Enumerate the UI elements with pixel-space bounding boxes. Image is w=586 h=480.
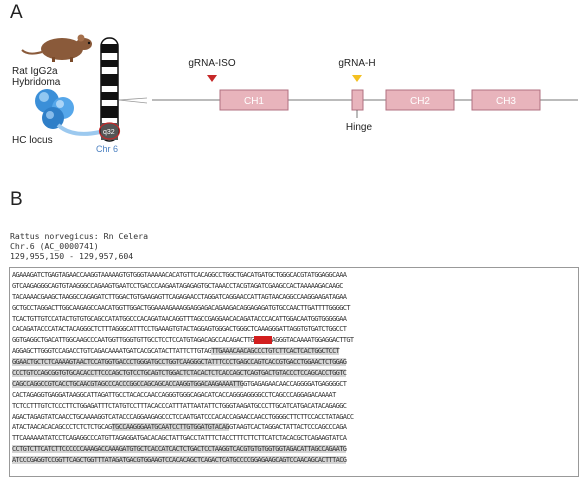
sequence-line: AGACTAGAGTATCAACCTGCAAAAGGTCATACCCAGGAAG… [12,412,578,423]
exon-segment: CAGCCAGGCCGTCACCTGCAACGTAGCCCACCCGGCCAGC… [12,379,244,388]
species-label: Rattus norvegicus: Rn Celera [10,231,149,241]
sequence-segment: CACAGATACCCATACTACAGGGCTCTTTAGGGCATTTCCT… [12,325,347,334]
sequence-line: ATCCCGAGGTCCGGTTCAGCTGGTTTATAGATGACGTGGA… [12,455,578,466]
grna-iso-site: GTGCA [253,336,272,345]
hybridoma-cells-icon [35,89,74,129]
exon-hinge [351,89,364,111]
sequence-segment: GGTGAGGCTGACATTGGCAAGCCCAATGGTTGGGTGTTGC… [12,336,254,345]
sequence-segment: AGGGTACAAAATGGAGGACTTGT [271,336,354,345]
hc-locus-schematic: Rat IgG2a Hybridoma HC locus q32 Chr 6 C… [12,34,578,154]
zoom-line [118,97,148,101]
sequence-line: TTCAAAAAATATCCTCAGAGGCCCATGTTAGAGGATGACA… [12,433,578,444]
sequence-box: AGAAAGATCTGAGTAGAACCAAGGTAAAAAGTGTGGGTAA… [9,267,579,477]
chromosome-label: Chr 6 [96,144,118,154]
genomic-range: 129,955,150 - 129,957,604 [10,251,134,261]
sequence-segment: AGAAAGATCTGAGTAGAACCAAGGTAAAAAGTGTGGGTAA… [12,271,347,279]
sequence-segment: AGACTAGAGTATCAACCTGCAAAAGGTCATACCCAGGAAG… [12,412,354,421]
sequence-line: ATACTAACACACAGCCCTCTCTCTGCAGTGCCAAGGGAAT… [12,422,578,433]
exon-ch1 [219,89,289,111]
sequence-line: GGTGAGGCTGACATTGGCAAGCCCAATGGTTGGGTGTTGC… [12,335,578,346]
rat-icon [21,34,92,62]
grna-h-marker-icon [352,75,362,82]
sequence-segment: GCTGCCTAGGACTTGGCAAGAGCCAACATGGTTGGACTGG… [12,303,351,312]
sequence-segment: AGGAGCTTGGGTCCAGACCTGTCAGACAAAATGATCACGC… [12,347,212,356]
band-label: q32 [103,129,115,136]
sequence-segment: TACAAAACGAAGCTAAGGCCAGAGATCTTGGACTGTGAAG… [12,292,347,301]
grna-h-label: gRNA-H [338,58,375,69]
source-label-2: Hybridoma [12,77,61,88]
exon-ch3 [471,89,541,111]
sequence-line: GTCAAGAGGGCAGTGTAAGGGCCAGAAGTGAATCCTGACC… [12,281,578,292]
exon-segment: CCCTGTCCAGCGGTGTGCACACCTTCCCAGCTGTCCTGCA… [12,369,347,378]
sequence-line: AGGAGCTTGGGTCCAGACCTGTCAGACAAAATGATCACGC… [12,346,578,357]
sequence-segment: GTCAAGAGGGCAGTGTAAGGGCCAGAAGTGAATCCTGACC… [12,281,343,290]
exon-ch2-label: CH2 [410,96,430,107]
source-label-1: Rat IgG2a [12,66,58,77]
dna-sequence: AGAAAGATCTGAGTAGAACCAAGGTAAAAAGTGTGGGTAA… [12,270,578,466]
grna-iso-label: gRNA-ISO [188,58,235,69]
sequence-line: CCCTGTCCAGCGGTGTGCACACCTTCCCAGCTGTCCTGCA… [12,368,578,379]
exon-segment: TGCCAAGGGAATGCAATCCTTGTGGATGTACAG [111,423,230,432]
locus-label: HC locus [12,135,53,146]
panel-label-b: B [10,189,23,210]
sequence-segment: TCACTGTTGTCCATACTGTGTGCAGCCATATGGCCCACAG… [12,314,347,323]
sequence-line: GGAACTGCTCTCAAAAGTAACTCCATGGTGACCCTGGGAT… [12,357,578,368]
exon-ch2 [385,89,455,111]
panel-label-a: A [10,2,23,23]
sequence-segment: TCTCCTTTGTCTCCCTTCTGGAGATTTCTATGTCCTTTAC… [12,401,347,410]
exon-segment: GGAACTGCTCTCAAAAGTAACTCCATGGTGACCCTGGGAT… [12,358,347,367]
exon-segment: ATCCCGAGGTCCGGTTCAGCTGGTTTATAGATGACGTGGA… [12,456,347,465]
exon-segment: CCTGTCTTCATCTTCCCCCCAAAGACCAAAGATGTGCTCA… [12,445,347,454]
sequence-segment: GTGAGAGAACAACCAGGGGATGAGGGGCT [243,379,347,388]
sequence-line: TCTCCTTTGTCTCCCTTCTGGAGATTTCTATGTCCTTTAC… [12,401,578,412]
sequence-segment: ATACTAACACACAGCCCTCTCTCTGCAG [12,423,112,432]
exon-ch1-label: CH1 [244,96,264,107]
sequence-line: CCTGTCTTCATCTTCCCCCCAAAGACCAAAGATGTGCTCA… [12,444,578,455]
sequence-line: TCACTGTTGTCCATACTGTGTGCAGCCATATGGCCCACAG… [12,314,578,325]
sequence-line: TACAAAACGAAGCTAAGGCCAGAGATCTTGGACTGTGAAG… [12,292,578,303]
sequence-line: CACTAGAGGTGAGGATAAGGCATTAGATTGCCTACACCAA… [12,390,578,401]
sequence-segment: TTCAAAAAATATCCTCAGAGGCCCATGTTAGAGGATGACA… [12,434,347,443]
exon-ch3-label: CH3 [496,96,516,107]
sequence-line: GCTGCCTAGGACTTGGCAAGAGCCAACATGGTTGGACTGG… [12,303,578,314]
chromosome-6-icon [98,37,121,142]
sequence-line: CAGCCAGGCCGTCACCTGCAACGTAGCCCACCCGGCCAGC… [12,379,578,390]
chromosome-accession: Chr.6 (AC_0000741) [10,241,99,251]
sequence-segment: GTAAGTCACTAGGACTATTACTCCCAGCCCAGA [228,423,347,432]
curved-arrow-icon [56,123,101,136]
grna-iso-marker-icon [207,75,217,82]
sequence-segment: CACTAGAGGTGAGGATAAGGCATTAGATTGCCTACACCAA… [12,390,336,399]
hinge-label: Hinge [346,122,373,133]
sequence-line: AGAAAGATCTGAGTAGAACCAAGGTAAAAAGTGTGGGTAA… [12,270,578,281]
zoom-line [118,99,148,104]
sequence-line: CACAGATACCCATACTACAGGGCTCTTTAGGGCATTTCCT… [12,324,578,335]
exon-segment: TTGAAACAACAGCCCTGTCTTCACTCACTGGCTCCT [211,347,340,356]
